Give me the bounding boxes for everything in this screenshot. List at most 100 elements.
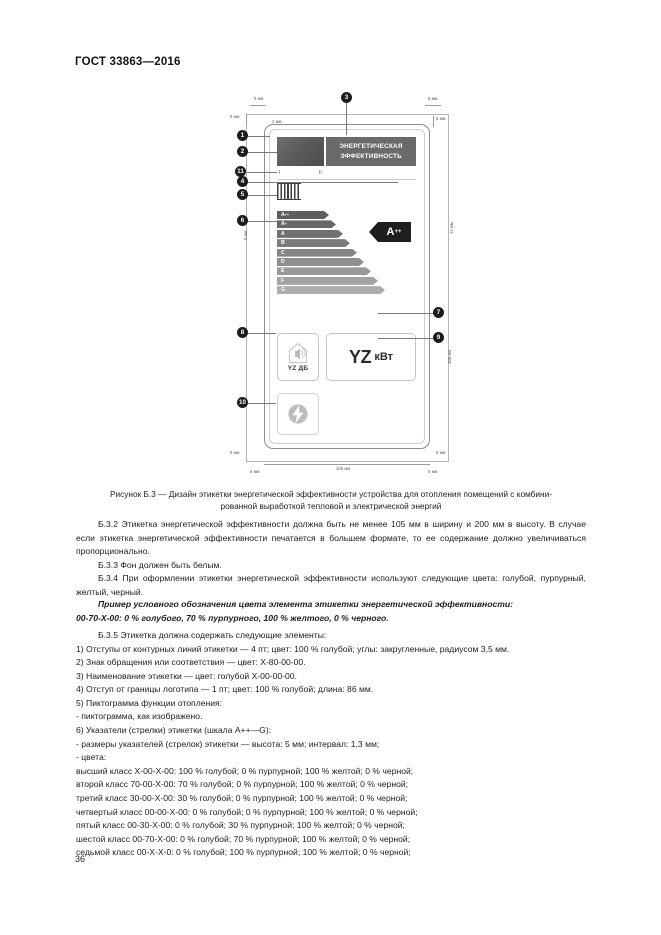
class-color-third: третий класс 30-00-X-00: 30 % голубой; 0… — [76, 792, 408, 803]
list-item-2: 2) Знак обращения или соответствия — цве… — [76, 657, 306, 668]
class-color-sixth: шестой класс 00-70-X-00: 0 % голубой; 70… — [76, 833, 411, 844]
thermal-power-box: YZ кВт — [326, 333, 416, 381]
callout-leader-11 — [247, 172, 277, 173]
scale-row: B — [277, 239, 417, 247]
energy-class-scale: A++ A+ A B C D E F G — [277, 211, 417, 296]
paragraph-b32-text: Б.3.2 Этикетка энергетической эффективно… — [76, 519, 586, 557]
energy-label-inner-border — [269, 129, 425, 444]
scale-row: A++ — [277, 211, 417, 219]
callout-5: 5 — [237, 189, 248, 200]
example-color-notation: Пример условного обозначения цвета элеме… — [76, 598, 586, 625]
callout-leader-8 — [248, 333, 276, 334]
paragraph-b33: Б.3.3 Фон должен быть белым. — [76, 559, 586, 573]
dim-bottom-right-5mm: 5 мм — [436, 450, 446, 455]
electricity-bolt-circle-icon — [288, 404, 308, 424]
figure-caption-line-2: рованной выработкой тепловой и электриче… — [220, 501, 442, 512]
callout-leader-1 — [248, 136, 270, 137]
paragraph-b35-text: Б.3.5 Этикетка должна содержать следующи… — [98, 630, 327, 640]
scale-arrow-a: A — [277, 230, 343, 238]
page-number: 36 — [75, 854, 86, 864]
class-color-seventh: седьмой класс 00-X-X-0: 0 % голубой; 100… — [76, 847, 411, 858]
sound-house-icon — [288, 342, 308, 364]
callout-4: 4 — [237, 176, 248, 187]
supplementary-pictogram-box — [277, 393, 319, 435]
dim-tick-left — [246, 114, 247, 126]
thermal-power-unit: кВт — [374, 351, 394, 363]
thermal-power-value: YZ — [348, 346, 372, 367]
callout-6: 6 — [237, 215, 248, 226]
energy-class-marker: A++ — [369, 222, 411, 242]
callout-leader-5 — [248, 195, 277, 196]
list-item-5: 5) Пиктограмма функции отопления: — [76, 697, 223, 708]
figure-energy-label-design: 5 мм 5 мм 5 мм 5 мм 2 мм 3 мм 5 мм 12 мм… — [228, 92, 468, 477]
class-color-highest: высший класс X-00-X-00: 100 % голубой; 0… — [76, 765, 414, 776]
scale-arrow-a-plus-plus: A++ — [277, 211, 329, 219]
scale-row: A — [277, 230, 417, 238]
scale-arrow-d: D — [277, 258, 364, 266]
callout-9: 9 — [433, 332, 444, 343]
paragraph-b34-text: Б.3.4 При оформлении этикетки энергетиче… — [76, 573, 586, 597]
scale-row: D — [277, 258, 417, 266]
label-title-banner: ЭНЕРГЕТИЧЕСКАЯ ЭФФЕКТИВНОСТЬ — [326, 137, 416, 166]
callout-leader-6 — [248, 221, 277, 222]
callout-10: 10 — [237, 397, 248, 408]
scale-row: E — [277, 267, 417, 275]
roman-numeral-one: I — [279, 170, 281, 176]
class-color-fourth: четвертый класс 00-00-X-00: 0 % голубой;… — [76, 806, 418, 817]
energy-label-card: ЭНЕРГЕТИЧЕСКАЯ ЭФФЕКТИВНОСТЬ I II A++ A+… — [264, 124, 430, 449]
figure-caption-line-1: Рисунок Б.3 — Дизайн этикетки энергетиче… — [109, 489, 553, 499]
dim-bottom-left-5mm: 5 мм — [230, 450, 240, 455]
dim-top-right-5mm: 5 мм — [428, 96, 438, 101]
list-item-3: 3) Наименование этикетки — цвет: голубой… — [76, 670, 297, 681]
dim-tick-bottom-width — [264, 464, 430, 465]
sound-power-box: YZ ДБ — [277, 333, 319, 381]
scale-arrow-f: F — [277, 277, 378, 285]
scale-row: G — [277, 286, 417, 294]
list-item-6-sub-colors: - цвета: — [76, 752, 107, 763]
dim-tick-top-left — [250, 105, 266, 106]
banner-line-2: ЭФФЕКТИВНОСТЬ — [340, 152, 402, 160]
dim-height-200mm: 200 мм — [447, 349, 452, 364]
figure-caption: Рисунок Б.3 — Дизайн этикетки энергетиче… — [76, 488, 586, 513]
paragraph-b33-text: Б.3.3 Фон должен быть белым. — [98, 560, 222, 570]
list-item-4: 4) Отступ от границы логотипа — 1 пт; цв… — [76, 684, 374, 695]
callout-1: 1 — [237, 130, 248, 141]
scale-row: A+ — [277, 220, 417, 228]
dim-bottom-left-5mm-2: 5 мм — [250, 469, 260, 474]
paragraph-b32: Б.3.2 Этикетка энергетической эффективно… — [76, 518, 586, 559]
banner-line-1: ЭНЕРГЕТИЧЕСКАЯ — [339, 143, 403, 151]
dim-top-left-5mm: 5 мм — [254, 96, 264, 101]
sound-power-value: YZ ДБ — [287, 365, 309, 372]
callout-leader-2 — [248, 152, 277, 153]
list-item-6-sub-sizes: - размеры указателей (стрелок) этикетки … — [76, 738, 380, 749]
callout-leader-10 — [248, 403, 276, 404]
scale-row: F — [277, 277, 417, 285]
scale-arrow-c: C — [277, 249, 357, 257]
conformity-logo-box — [277, 137, 324, 166]
scale-row: C — [277, 249, 417, 257]
dim-marker-12mm: 12 мм — [449, 222, 454, 234]
roman-numeral-two: II — [319, 170, 322, 176]
scale-arrow-e: E — [277, 267, 371, 275]
callout-leader-4 — [248, 182, 398, 183]
dim-width-105mm: 105 мм — [336, 466, 351, 471]
example-line-2: 00-70-X-00: 0 % голубого, 70 % пурпурног… — [76, 612, 389, 623]
dim-left-5mm: 5 мм — [230, 114, 240, 119]
scale-arrow-g: G — [277, 286, 385, 294]
callout-leader-7 — [378, 313, 434, 314]
scale-arrow-b: B — [277, 239, 350, 247]
heating-function-pictogram-icon — [277, 183, 301, 200]
dim-scale-5mm: 5 мм — [243, 230, 248, 241]
list-item-5-sub: - пиктограмма, как изображено. — [76, 711, 203, 722]
callout-8: 8 — [237, 327, 248, 338]
callout-leader-3 — [346, 103, 347, 135]
class-color-fifth: пятый класс 00-30-X-00: 0 % голубой; 30 … — [76, 820, 405, 831]
dim-tick-right — [433, 116, 434, 127]
dim-tick-top-right — [425, 105, 441, 106]
callout-7: 7 — [433, 307, 444, 318]
example-line-1: Пример условного обозначения цвета элеме… — [98, 599, 514, 609]
paragraph-b34: Б.3.4 При оформлении этикетки энергетиче… — [76, 572, 586, 599]
page-header-standard: ГОСТ 33863—2016 — [75, 56, 181, 68]
figure-guide-frame — [246, 114, 449, 462]
class-color-second: второй класс 70-00-X-00: 70 % голубой; 0… — [76, 779, 409, 790]
